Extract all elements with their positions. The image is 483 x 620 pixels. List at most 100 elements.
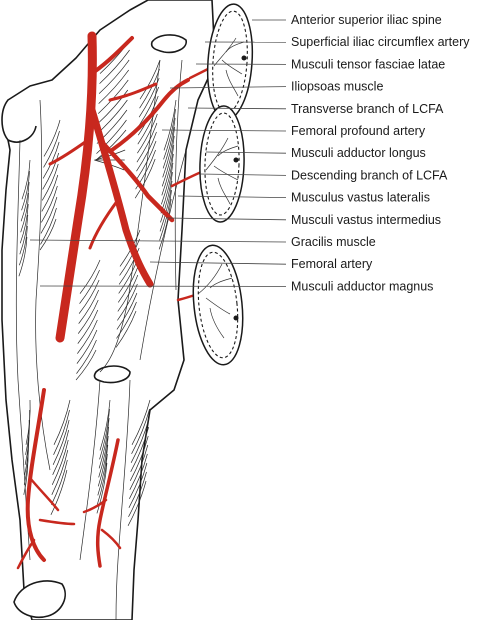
muscle-fiber-stroke: [98, 59, 130, 94]
muscle-fiber-stroke: [97, 435, 109, 487]
muscle-fiber-stroke: [18, 236, 28, 277]
muscle-fiber-stroke: [21, 170, 30, 211]
muscle-fiber-stroke: [127, 480, 147, 526]
muscle-fiber-stroke: [161, 144, 175, 196]
muscle-fiber-stroke: [52, 429, 70, 475]
muscle-fiber-stroke: [20, 192, 30, 233]
muscle-fiber-stroke: [51, 449, 69, 495]
muscle-fiber-stroke: [98, 69, 129, 104]
muscle-fiber-stroke: [52, 419, 70, 465]
anatomy-label: Superficial iliac circumflex artery: [291, 35, 470, 49]
muscle-fiber-stroke: [161, 153, 174, 205]
distal-vessel-right-branch2: [100, 528, 122, 550]
muscle-fiber-stroke: [163, 108, 176, 160]
muscle-fiber-stroke: [51, 439, 69, 485]
muscle-fiber-stroke: [20, 181, 30, 222]
anatomy-label: Anterior superior iliac spine: [291, 13, 442, 27]
muscle-fiber-stroke: [78, 279, 100, 314]
lateral-branch-upper: [108, 82, 158, 102]
muscle-fiber-stroke: [41, 185, 58, 223]
muscle-fiber-stroke: [116, 292, 138, 330]
muscle-fiber-stroke: [130, 426, 150, 472]
muscle-fiber-stroke: [43, 130, 60, 168]
muscle-fiber-stroke: [131, 399, 151, 445]
descending-branch-lcfa: [97, 137, 175, 223]
muscle-fiber-stroke: [39, 218, 57, 251]
muscle-fiber-stroke: [75, 349, 97, 381]
muscle-fiber-stroke: [135, 140, 157, 181]
distal-vessel-left-branch: [28, 476, 60, 512]
muscle-fiber-stroke: [41, 163, 59, 201]
label-group: Anterior superior iliac spineSuperficial…: [29, 13, 470, 293]
muscle-fiber-stroke: [77, 309, 99, 344]
anatomy-label: Femoral profound artery: [291, 124, 426, 138]
muscle-fiber-stroke: [76, 329, 98, 364]
leader-line: [169, 86, 287, 89]
muscle-fiber-stroke: [97, 453, 108, 505]
muscle-fiber-stroke: [129, 453, 148, 499]
muscle-fiber-stroke: [77, 319, 98, 354]
muscle-fiber-stroke: [79, 259, 101, 294]
leader-line: [149, 261, 287, 265]
muscle-fiber-stroke: [128, 462, 148, 508]
anatomy-label: Descending branch of LCFA: [291, 168, 448, 182]
muscle-fiber-stroke: [19, 203, 29, 244]
anatomy-label: Musculi tensor fasciae latae: [291, 57, 445, 71]
muscle-fiber-stroke: [42, 141, 60, 179]
anatomy-label: Musculi adductor magnus: [291, 279, 433, 293]
muscle-fiber-stroke: [42, 152, 60, 190]
muscle-fiber-stroke: [162, 117, 176, 169]
muscle-fiber-stroke: [40, 196, 58, 234]
muscle-fiber-stroke: [19, 214, 29, 255]
distal-vessel-left-branch3: [16, 538, 36, 570]
flap-middle: [199, 105, 245, 223]
muscle-fiber-stroke: [99, 408, 110, 460]
muscle-fiber-stroke: [118, 247, 140, 285]
muscle-fiber-stroke: [139, 68, 160, 109]
muscle-fiber-stroke: [119, 238, 140, 276]
artery-tree: [16, 31, 216, 570]
muscle-fiber-stroke: [79, 269, 100, 304]
muscle-fiber-stroke: [53, 409, 70, 455]
muscle-fiber-stroke: [41, 174, 59, 212]
muscle-fiber-stroke: [98, 79, 129, 114]
leader-line: [161, 129, 287, 132]
anatomy-label: Musculi adductor longus: [291, 146, 426, 160]
muscle-fiber-stroke: [43, 119, 61, 157]
distal-vessel-right: [95, 438, 120, 568]
muscle-fiber-stroke: [19, 225, 28, 266]
anatomy-label: Femoral artery: [291, 257, 373, 271]
muscle-fiber-stroke: [131, 408, 150, 454]
muscle-fiber-stroke: [158, 198, 172, 250]
muscle-fiber-stroke: [139, 59, 161, 100]
muscle-fiber-stroke: [117, 283, 138, 321]
muscle-fiber-stroke: [97, 89, 129, 124]
muscle-fiber-stroke: [129, 444, 149, 490]
anatomy-label: Musculus vastus lateralis: [291, 191, 430, 205]
distal-vessel-left: [25, 388, 46, 562]
femoral-artery-trunk: [55, 31, 97, 343]
distal-vessel-right-branch: [82, 498, 108, 514]
muscle-fiber-stroke: [161, 135, 175, 187]
leader-line: [187, 107, 287, 110]
muscle-fiber-stroke: [117, 265, 139, 303]
muscle-fiber-stroke: [115, 310, 137, 348]
muscle-fiber-stroke: [134, 158, 156, 199]
anatomy-label: Transverse branch of LCFA: [291, 102, 444, 116]
transverse-branch-lcfa: [110, 78, 190, 152]
muscle-fiber-stroke: [162, 126, 176, 178]
distal-vessel-left-branch2: [38, 518, 76, 526]
leader-line: [205, 151, 287, 154]
leader-line: [165, 217, 287, 221]
muscle-fiber-stroke: [78, 289, 100, 324]
muscle-fiber-stroke: [137, 113, 158, 154]
muscle-fiber-hatching: [18, 39, 177, 526]
muscle-fiber-stroke: [99, 49, 130, 84]
muscle-fiber-stroke: [160, 171, 173, 223]
muscle-fiber-stroke: [129, 435, 149, 481]
muscle-fiber-stroke: [96, 462, 108, 514]
muscle-fiber-stroke: [96, 119, 127, 154]
leader-line: [199, 173, 287, 176]
muscle-fiber-stroke: [138, 77, 160, 118]
